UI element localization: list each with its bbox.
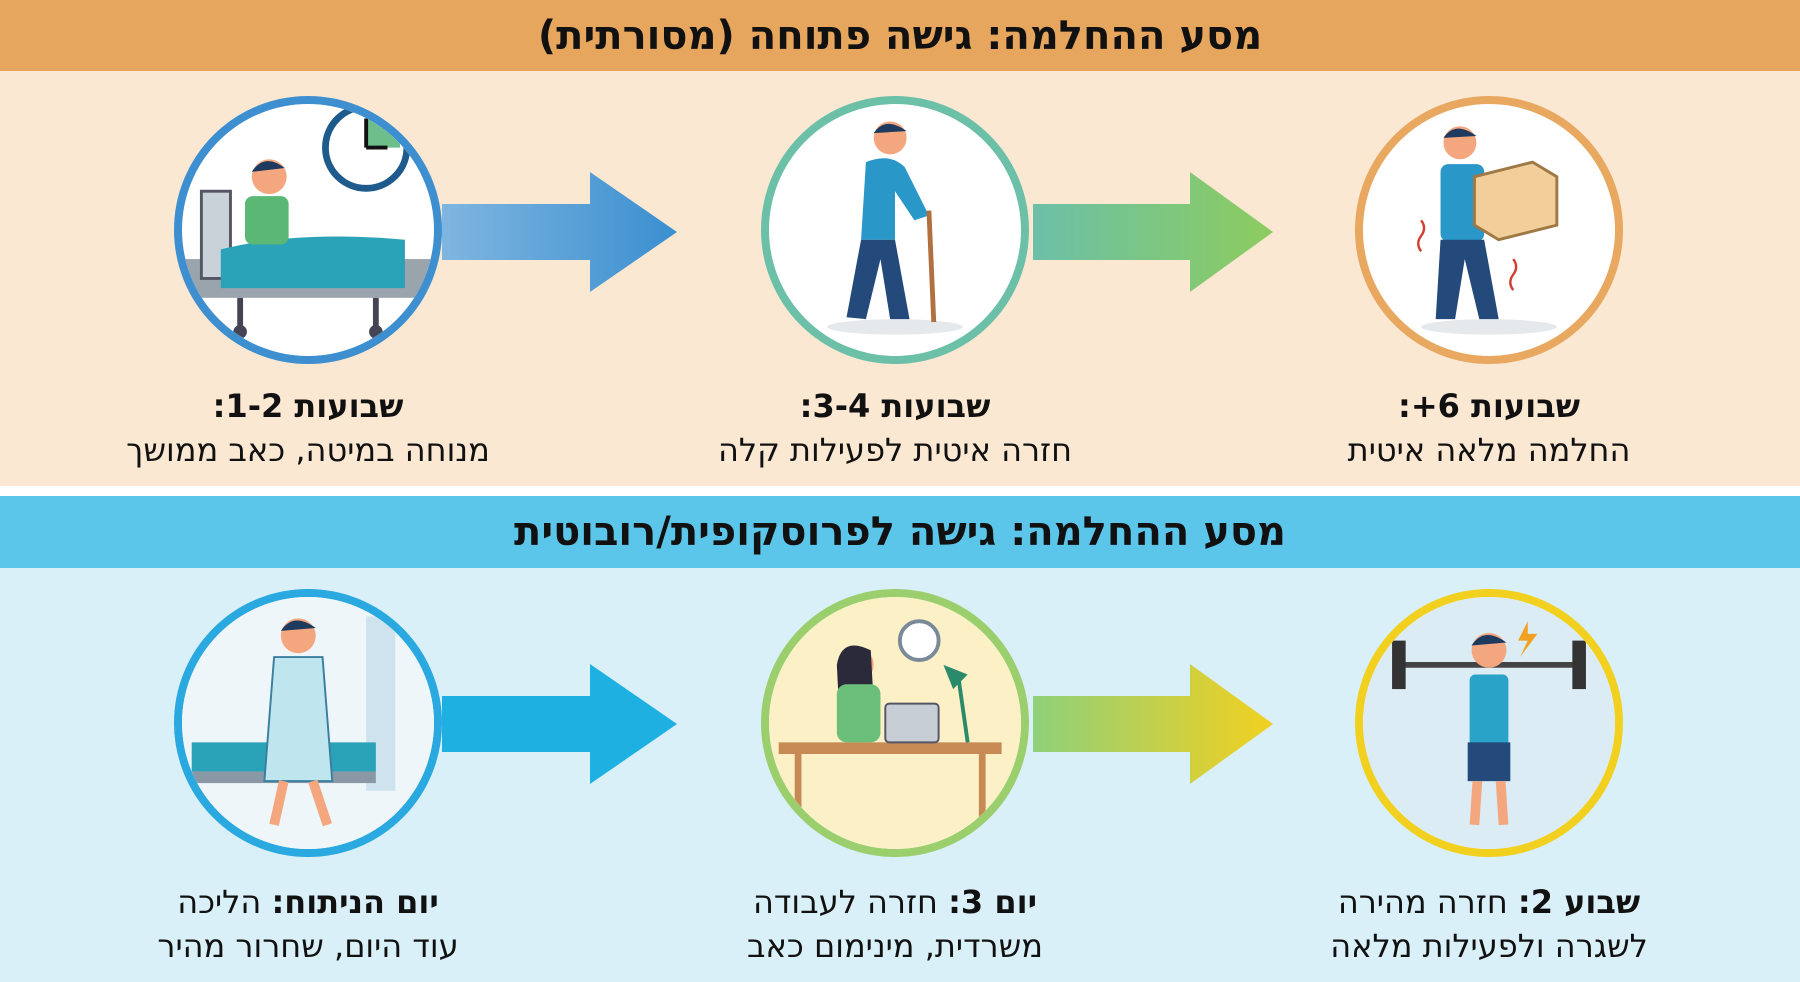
open-step-3-label: שבועות 6+:החלמה מלאה איטית xyxy=(1347,387,1631,469)
woman-at-desk-icon xyxy=(761,589,1029,857)
man-lifting-weights-icon xyxy=(1355,589,1623,857)
arrow-right-icon xyxy=(442,664,677,784)
arrow-right-icon xyxy=(442,172,677,292)
open-approach-title: מסע ההחלמה: גישה פתוחה (מסורתית) xyxy=(537,12,1263,59)
man-with-cane-icon xyxy=(761,96,1029,364)
patient-in-bed-icon xyxy=(174,96,442,364)
laparoscopic-approach-title: מסע ההחלמה: גישה לפרוסקופית/רובוטית xyxy=(514,509,1286,555)
arrow-right-icon xyxy=(1033,172,1273,292)
laparoscopic-approach-header: מסע ההחלמה: גישה לפרוסקופית/רובוטית xyxy=(0,496,1800,568)
arrow-right-icon xyxy=(1033,664,1273,784)
open-step-1-label: שבועות 1-2:מנוחה במיטה, כאב ממושך xyxy=(126,387,490,469)
open-approach-header: מסע ההחלמה: גישה פתוחה (מסורתית) xyxy=(0,0,1800,71)
man-lifting-box-icon xyxy=(1355,96,1623,364)
open-step-2-label: שבועות 3-4:חזרה איטית לפעילות קלה xyxy=(717,387,1073,469)
patient-walking-icon xyxy=(174,589,442,857)
